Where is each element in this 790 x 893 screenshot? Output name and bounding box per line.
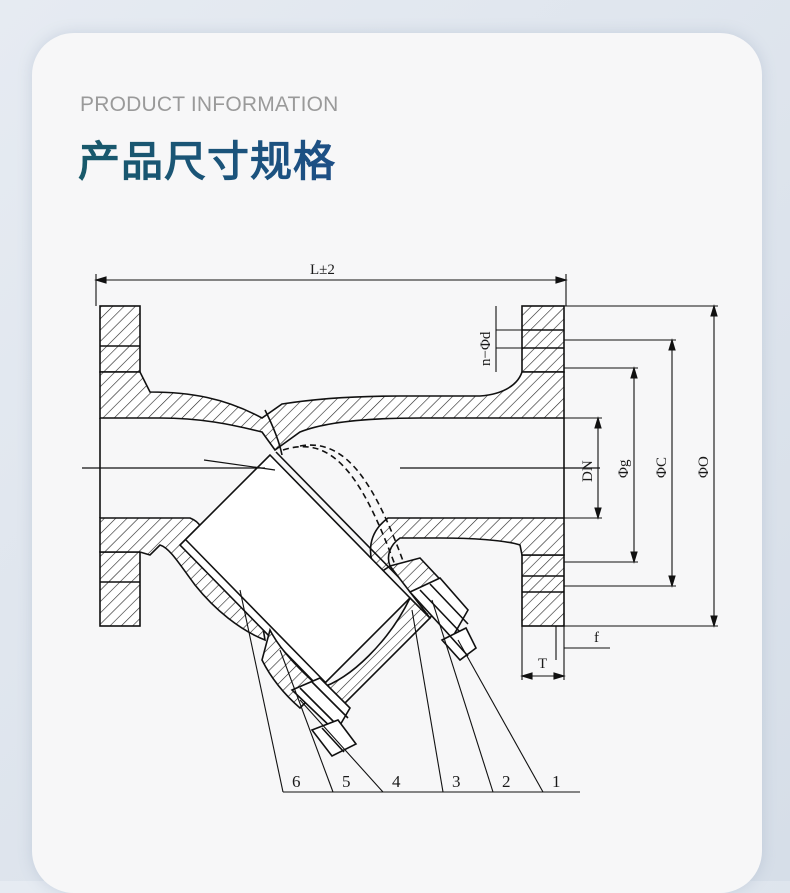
part-number-2: 2 (502, 772, 511, 791)
dim-face: f (594, 630, 599, 646)
left-flange-bottom (99, 551, 141, 627)
dim-dn: DN (580, 460, 596, 482)
content-card (32, 33, 762, 893)
part-number-5: 5 (342, 772, 351, 791)
dim-thickness: T (538, 656, 547, 672)
bolt-assembly-right (408, 577, 478, 662)
dim-phi-c: ΦC (654, 457, 670, 478)
body-lower-right-wall (369, 517, 565, 576)
section-title: 产品尺寸规格 (78, 128, 336, 189)
dim-length: L±2 (310, 262, 335, 278)
dim-bolt-holes: n−Φd (478, 331, 494, 366)
right-flange-bottom (521, 554, 565, 627)
right-flange-top (521, 305, 565, 373)
body-upper-wall (99, 371, 565, 452)
dim-phi-o: ΦO (696, 456, 712, 478)
left-flange-top (99, 305, 141, 373)
part-number-1: 1 (552, 772, 561, 791)
part-number-3: 3 (452, 772, 461, 791)
dim-phi-g: Φg (616, 459, 632, 478)
part-number-6: 6 (292, 772, 301, 791)
section-subtitle: PRODUCT INFORMATION (80, 93, 339, 116)
part-number-4: 4 (392, 772, 401, 791)
